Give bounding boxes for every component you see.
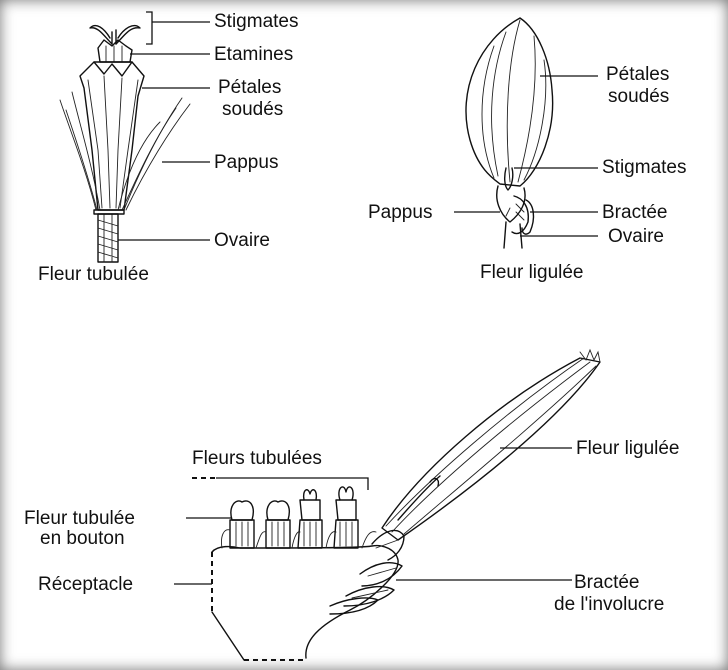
label-tubular-bud-line2: en bouton (40, 528, 125, 549)
caption-tubular-flower: Fleur tubulée (38, 264, 149, 285)
label-tubular-stamens: Etamines (214, 44, 293, 65)
label-tubular-bud-line1: Fleur tubulée (24, 508, 135, 529)
label-capitulum-ligulate-flower: Fleur ligulée (576, 438, 680, 459)
label-tubular-pappus: Pappus (214, 152, 278, 173)
ligulate-base (497, 186, 534, 248)
leader-lines (118, 12, 598, 584)
tubular-flower-drawing (60, 26, 190, 262)
caption-ligulate-flower: Fleur ligulée (480, 262, 584, 283)
label-tubular-petals-line1: Pétales (218, 77, 281, 98)
label-involucral-bract-line2: de l'involucre (554, 594, 664, 615)
ligulate-flower-drawing (466, 18, 553, 248)
capitulum-tubular-flowers (221, 487, 376, 548)
tubular-ovary (94, 210, 124, 262)
label-ligulate-pappus: Pappus (368, 202, 432, 223)
tubular-stamens (98, 40, 132, 62)
ligulate-ligule (466, 18, 553, 186)
label-tubular-flowers: Fleurs tubulées (192, 448, 322, 469)
label-ligulate-ovary: Ovaire (608, 226, 664, 247)
tubular-pappus (60, 92, 190, 210)
label-ligulate-stigmas: Stigmates (602, 157, 686, 178)
tubular-stigmas (90, 26, 140, 44)
label-ligulate-bract: Bractée (602, 202, 667, 223)
label-tubular-stigmas: Stigmates (214, 11, 298, 32)
label-tubular-ovary: Ovaire (214, 230, 270, 251)
label-receptacle: Réceptacle (38, 574, 133, 595)
involucral-bracts (330, 530, 404, 614)
capitulum-ligulate-flower (382, 350, 600, 540)
label-involucral-bract-line1: Bractée (574, 572, 639, 593)
capitulum-drawing (212, 350, 600, 660)
label-ligulate-petals-line1: Pétales (606, 64, 669, 85)
label-ligulate-petals-line2: soudés (608, 86, 669, 107)
label-tubular-petals-line2: soudés (222, 99, 283, 120)
